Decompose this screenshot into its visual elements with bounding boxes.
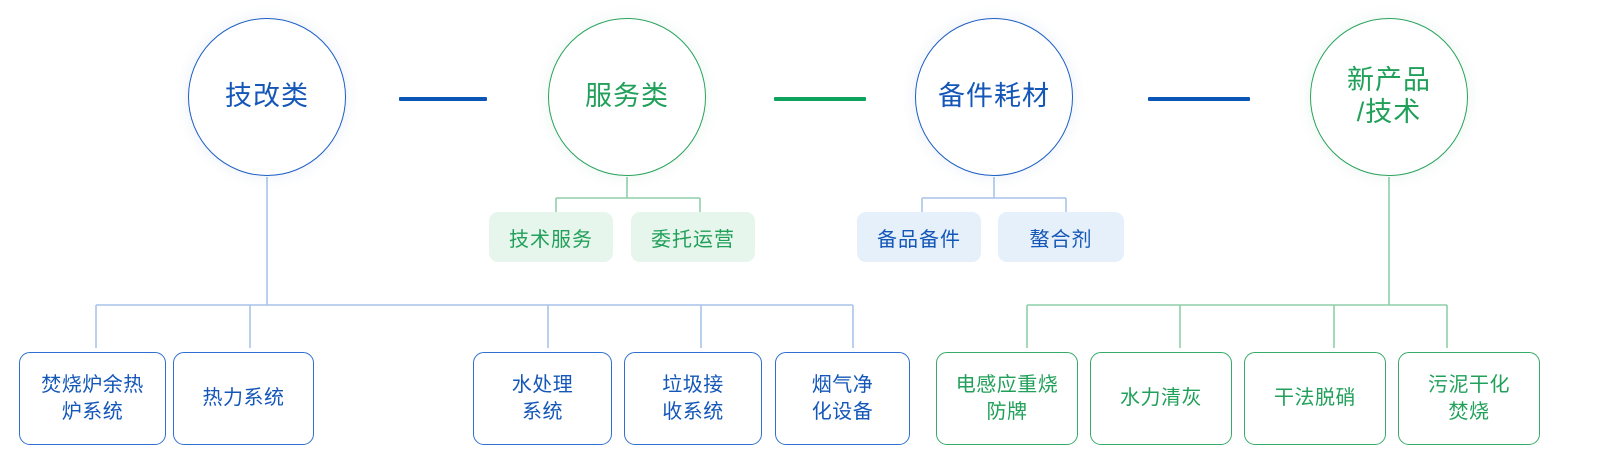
chip-label-spare-stock-parts: 备品备件 xyxy=(877,228,961,251)
leaf-line-2: 化设备 xyxy=(811,400,874,423)
category-circle-spare-parts[interactable]: 备件耗材 xyxy=(915,18,1073,176)
leaf-line-1: 烟气净 xyxy=(811,373,874,396)
leaf-incinerator-waste-heat-boiler[interactable]: 焚烧炉余热 炉系统 xyxy=(19,352,166,445)
chip-entrusted-ops[interactable]: 委托运营 xyxy=(631,212,755,262)
leaf-line-1: 电感应重烧 xyxy=(955,373,1059,396)
category-circle-tech-reform[interactable]: 技改类 xyxy=(188,18,346,176)
chip-spare-stock-parts[interactable]: 备品备件 xyxy=(857,212,981,262)
leaf-line-1: 热力系统 xyxy=(202,387,285,410)
category-label-tech-reform: 技改类 xyxy=(225,81,309,112)
leaf-line-1: 干法脱硝 xyxy=(1274,387,1356,410)
separator-segment-1 xyxy=(399,97,487,101)
leaf-waste-receiving-system[interactable]: 垃圾接 收系统 xyxy=(624,352,762,445)
category-label-new-product-line2: /技术 xyxy=(1356,97,1422,127)
separator-segment-3 xyxy=(1148,97,1250,101)
chip-label-tech-service: 技术服务 xyxy=(509,228,593,251)
leaf-dry-denitration[interactable]: 干法脱硝 xyxy=(1244,352,1386,445)
leaf-text: 焚烧炉余热 炉系统 xyxy=(41,372,144,426)
leaf-text: 水处理 系统 xyxy=(512,372,574,426)
chip-label-chelating-agent: 螯合剂 xyxy=(1029,228,1093,251)
leaf-line-2: 系统 xyxy=(522,400,563,423)
leaf-text: 水力清灰 xyxy=(1120,385,1202,412)
leaf-thermal-system[interactable]: 热力系统 xyxy=(173,352,314,445)
leaf-text: 烟气净 化设备 xyxy=(812,372,874,426)
leaf-line-1: 垃圾接 xyxy=(662,373,724,396)
category-label-new-product-line1: 新产品 xyxy=(1347,65,1431,96)
leaf-text: 热力系统 xyxy=(203,385,285,412)
leaf-line-1: 焚烧炉余热 xyxy=(41,373,144,396)
leaf-line-1: 水处理 xyxy=(511,373,574,396)
leaf-line-2: 焚烧 xyxy=(1448,400,1490,423)
leaf-induction-reburn-protection[interactable]: 电感应重烧 防牌 xyxy=(936,352,1078,445)
chip-label-entrusted-ops: 委托运营 xyxy=(651,228,735,251)
leaf-line-2: 收系统 xyxy=(662,400,724,423)
category-circle-new-product[interactable]: 新产品 /技术 xyxy=(1310,18,1468,176)
leaf-hydraulic-ash-cleaning[interactable]: 水力清灰 xyxy=(1090,352,1232,445)
leaf-text: 干法脱硝 xyxy=(1274,385,1356,412)
category-label-spare-parts: 备件耗材 xyxy=(938,81,1050,112)
category-label-service: 服务类 xyxy=(585,81,669,112)
separator-segment-2 xyxy=(774,97,866,101)
leaf-sludge-drying-incineration[interactable]: 污泥干化 焚烧 xyxy=(1398,352,1540,445)
leaf-flue-gas-purification[interactable]: 烟气净 化设备 xyxy=(775,352,910,445)
leaf-text: 污泥干化 焚烧 xyxy=(1428,372,1510,426)
chip-chelating-agent[interactable]: 螯合剂 xyxy=(998,212,1124,262)
leaf-text: 垃圾接 收系统 xyxy=(662,372,724,426)
leaf-line-2: 防牌 xyxy=(986,400,1028,423)
category-circle-service[interactable]: 服务类 xyxy=(548,18,706,176)
leaf-water-treatment-system[interactable]: 水处理 系统 xyxy=(473,352,612,445)
leaf-line-1: 污泥干化 xyxy=(1428,373,1510,396)
leaf-text: 电感应重烧 防牌 xyxy=(956,372,1059,426)
chip-tech-service[interactable]: 技术服务 xyxy=(489,212,613,262)
category-label-new-product: 新产品 /技术 xyxy=(1347,65,1431,129)
leaf-line-1: 水力清灰 xyxy=(1120,387,1202,410)
leaf-line-2: 炉系统 xyxy=(61,400,124,423)
